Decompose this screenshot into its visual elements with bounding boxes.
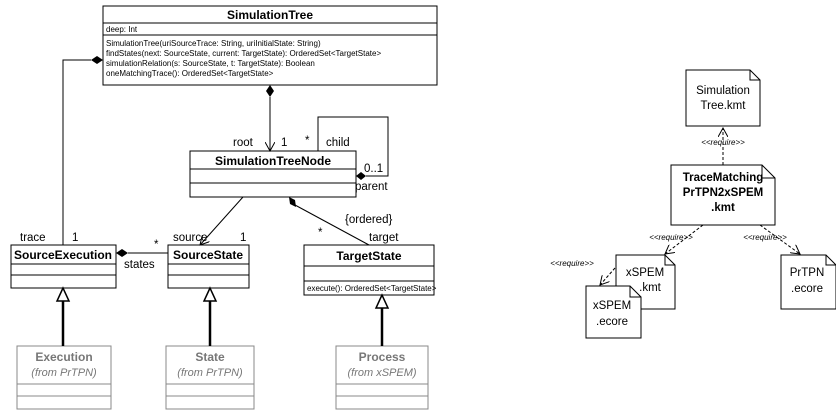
- require-label: <<require>>: [701, 138, 745, 147]
- execution-origin: (from PrTPN): [31, 367, 97, 379]
- simulation-tree-operation: SimulationTree(uriSourceTrace: String, u…: [106, 39, 321, 48]
- simulation-tree-kmt-line1: Simulation: [696, 85, 750, 97]
- generalization-execution: [55, 286, 71, 346]
- generalization-process: [374, 293, 390, 346]
- state-title: State: [195, 350, 225, 364]
- target-state-title: TargetState: [336, 249, 401, 263]
- require-label: <<require>>: [649, 233, 693, 242]
- simulation-tree-node-title: SimulationTreeNode: [215, 154, 331, 168]
- simulation-tree-attribute: deep: Int: [106, 25, 138, 34]
- label-parent-mult: 0..1: [364, 163, 383, 175]
- label-source-mult: 1: [240, 232, 246, 244]
- class-simulation-tree: SimulationTree deep: Int SimulationTree(…: [102, 5, 438, 86]
- file-simulation-tree-kmt: Simulation Tree.kmt: [685, 69, 761, 127]
- association-states: [116, 249, 168, 257]
- trace-matching-kmt-line2: PrTPN2xSPEM: [683, 187, 764, 199]
- simulation-tree-operation: simulationRelation(s: SourceState, t: Ta…: [106, 59, 315, 68]
- xspem-kmt-line1: xSPEM: [626, 267, 664, 279]
- class-process: Process (from xSPEM): [335, 345, 429, 410]
- prtpn-ecore-line2: .ecore: [791, 283, 823, 295]
- label-parent: parent: [355, 181, 388, 193]
- simulation-tree-title: SimulationTree: [227, 8, 313, 22]
- process-title: Process: [359, 350, 406, 364]
- label-states-mult: *: [154, 239, 159, 251]
- class-execution: Execution (from PrTPN): [16, 345, 112, 410]
- association-source: [200, 196, 244, 245]
- label-child-mult: *: [305, 135, 310, 147]
- trace-matching-kmt-line1: TraceMatching: [683, 172, 764, 184]
- label-ordered: {ordered}: [345, 214, 392, 226]
- association-root: [266, 85, 274, 151]
- process-origin: (from xSPEM): [347, 367, 416, 379]
- generalization-state: [202, 286, 218, 346]
- source-execution-title: SourceExecution: [14, 248, 112, 262]
- execution-title: Execution: [35, 350, 92, 364]
- label-source: source: [173, 232, 208, 244]
- label-root-mult: 1: [281, 137, 287, 149]
- class-target-state: TargetState execute(): OrderedSet<Target…: [303, 244, 437, 296]
- state-origin: (from PrTPN): [177, 367, 243, 379]
- association-target: [289, 197, 370, 246]
- association-trace: [62, 56, 103, 245]
- file-trace-matching-kmt: TraceMatching PrTPN2xSPEM .kmt: [670, 164, 776, 226]
- simulation-tree-kmt-line2: Tree.kmt: [701, 100, 747, 112]
- prtpn-ecore-line1: PrTPN: [790, 267, 825, 279]
- label-child: child: [326, 137, 350, 149]
- dependency-arrows: [600, 128, 800, 285]
- simulation-tree-operation: findStates(next: SourceState, current: T…: [106, 49, 381, 58]
- require-label: <<require>>: [550, 259, 594, 268]
- label-target-mult: *: [318, 227, 323, 239]
- class-state: State (from PrTPN): [165, 345, 255, 410]
- label-states: states: [124, 259, 155, 271]
- trace-matching-kmt-line3: .kmt: [711, 202, 735, 214]
- class-simulation-tree-node: SimulationTreeNode: [189, 150, 357, 198]
- xspem-kmt-line2: .kmt: [639, 282, 662, 294]
- require-label: <<require>>: [743, 233, 787, 242]
- simulation-tree-operation: oneMatchingTrace(): OrderedSet<TargetSta…: [106, 69, 274, 78]
- association-child-parent: [317, 116, 389, 180]
- file-prtpn-ecore: PrTPN .ecore: [780, 254, 836, 310]
- label-trace: trace: [20, 232, 46, 244]
- label-root: root: [233, 137, 254, 149]
- source-state-title: SourceState: [173, 248, 243, 262]
- label-target: target: [369, 232, 399, 244]
- file-xspem-ecore: xSPEM .ecore: [585, 285, 642, 339]
- class-source-state: SourceState: [167, 244, 250, 289]
- target-state-operation: execute(): OrderedSet<TargetState>: [307, 284, 437, 293]
- label-trace-mult: 1: [72, 232, 78, 244]
- class-source-execution: SourceExecution: [10, 244, 117, 289]
- xspem-ecore-line1: xSPEM: [593, 300, 631, 312]
- xspem-ecore-line2: .ecore: [596, 316, 628, 328]
